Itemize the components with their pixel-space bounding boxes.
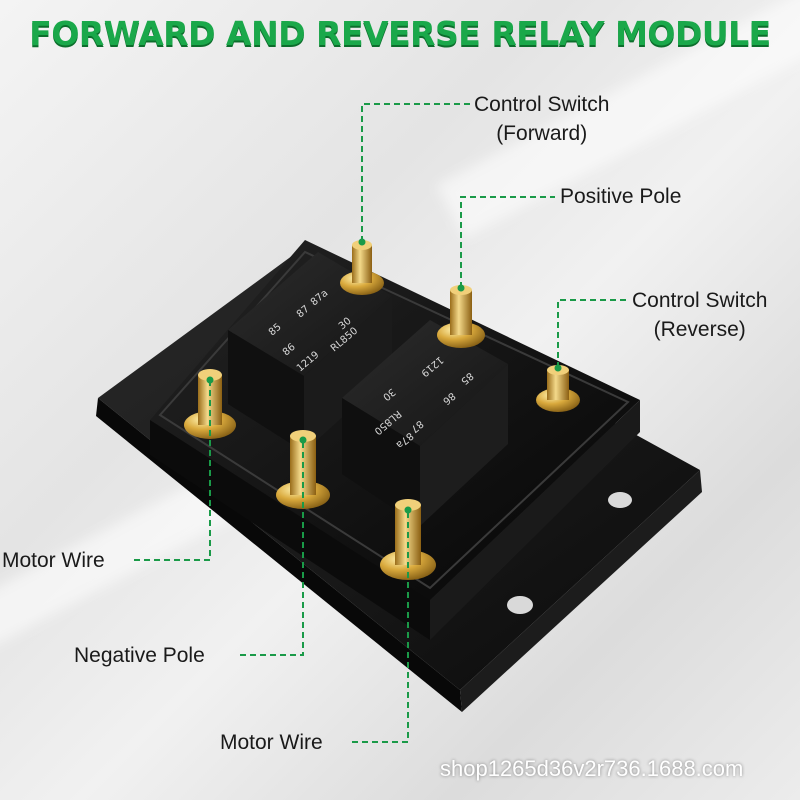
leader-line-motor-wire-left — [134, 380, 211, 561]
terminal-control-forward — [340, 240, 384, 295]
label-positive-pole: Positive Pole — [560, 185, 682, 208]
relay-reverse: 85 86 87 87a 30 RL850 1219 — [342, 320, 508, 526]
leader-dot — [457, 284, 465, 292]
mounting-hole — [608, 492, 632, 508]
leader-dot — [554, 364, 562, 372]
label-line: Control Switch — [632, 289, 768, 312]
watermark: shop1265d36v2r736.1688.com — [440, 756, 744, 781]
label-motor-wire-left: Motor Wire — [2, 549, 105, 572]
label-control-switch-forward: Control Switch (Forward) — [474, 90, 609, 148]
mounting-hole — [507, 596, 533, 614]
leader-dot — [299, 436, 307, 444]
leader-line-motor-wire-bottom — [352, 510, 409, 743]
terminal-positive-pole — [437, 285, 485, 348]
label-control-switch-reverse: Control Switch (Reverse) — [632, 286, 767, 344]
page-title: FORWARD AND REVERSE RELAY MODULE — [29, 14, 771, 53]
label-negative-pole: Negative Pole — [74, 644, 205, 667]
leader-line-negative-pole — [240, 440, 304, 656]
leader-dot — [358, 238, 366, 246]
leader-dot — [206, 376, 214, 384]
leader-line-control-forward — [361, 103, 470, 242]
label-line: (Forward) — [496, 122, 588, 145]
leader-line-positive-pole — [460, 196, 555, 288]
label-line: (Reverse) — [653, 318, 746, 341]
label-motor-wire-bottom: Motor Wire — [220, 731, 323, 754]
leader-dot — [404, 506, 412, 514]
label-line: Control Switch — [474, 93, 610, 116]
leader-line-control-reverse — [557, 299, 628, 368]
